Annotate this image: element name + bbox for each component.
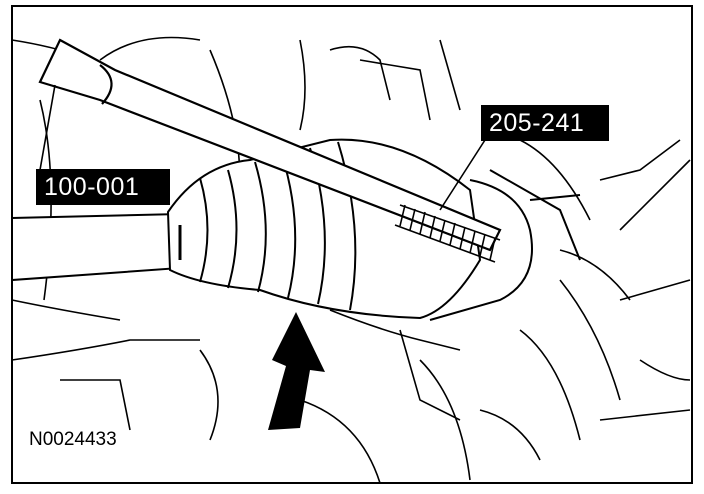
leader-line-205-241 [439, 139, 486, 211]
axle-shaft [11, 212, 181, 282]
callout-100-001: 100-001 [36, 169, 170, 205]
tool-100-001-shaft [38, 38, 502, 252]
knuckle-housing [429, 169, 581, 321]
direction-arrow-icon [268, 312, 325, 430]
figure-id: N0024433 [29, 429, 117, 450]
tool-205-241-threaded [394, 204, 501, 263]
leader-line-100-001 [39, 84, 56, 171]
callout-205-241: 205-241 [481, 105, 609, 141]
cv-boot [166, 138, 482, 320]
